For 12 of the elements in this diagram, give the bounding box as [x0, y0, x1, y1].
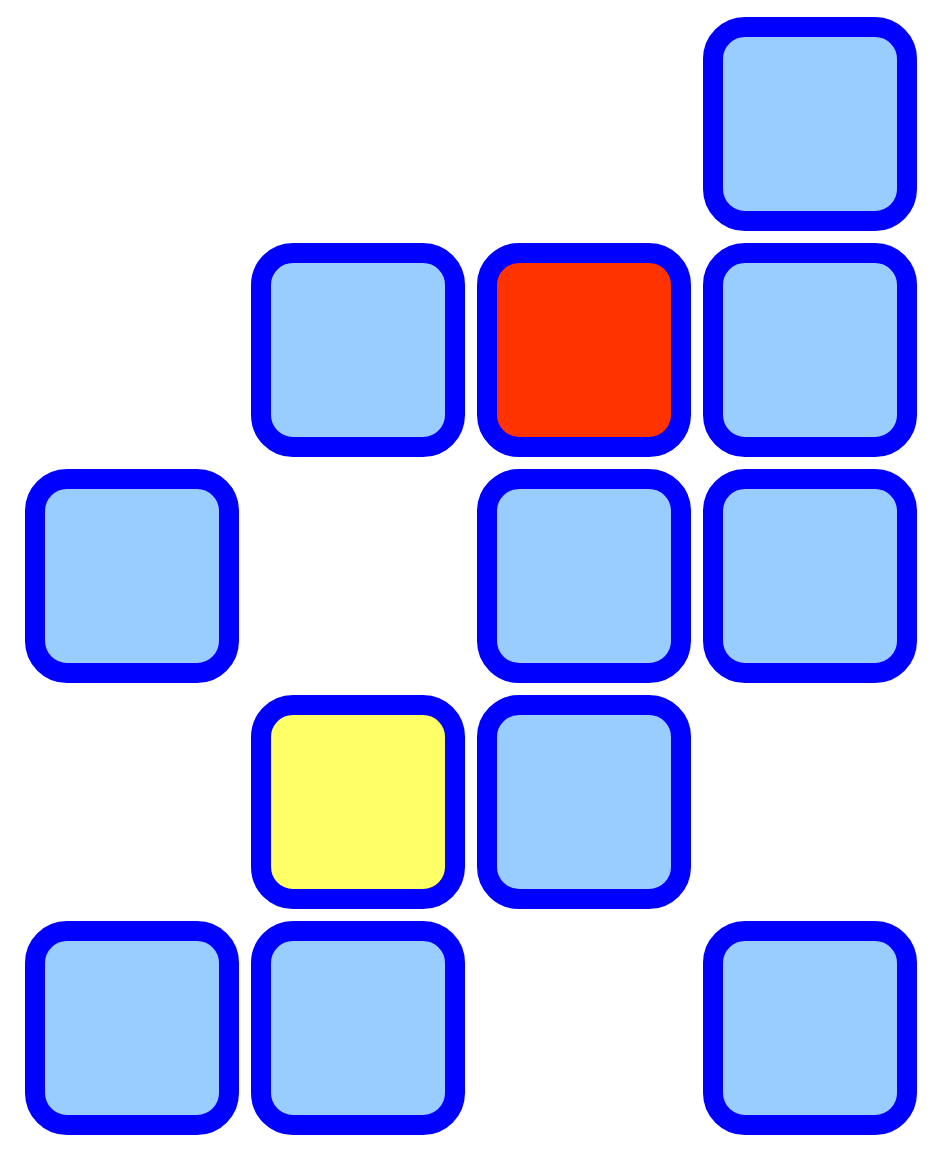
square-tile — [25, 469, 239, 683]
square-tile — [703, 469, 917, 683]
square-tile — [251, 243, 465, 457]
square-tile — [703, 243, 917, 457]
square-tile — [251, 695, 465, 909]
square-tile — [477, 469, 691, 683]
square-tile — [477, 243, 691, 457]
square-tile — [251, 921, 465, 1135]
square-tile — [25, 921, 239, 1135]
square-tile — [703, 17, 917, 231]
square-tile — [703, 921, 917, 1135]
square-tile — [477, 695, 691, 909]
